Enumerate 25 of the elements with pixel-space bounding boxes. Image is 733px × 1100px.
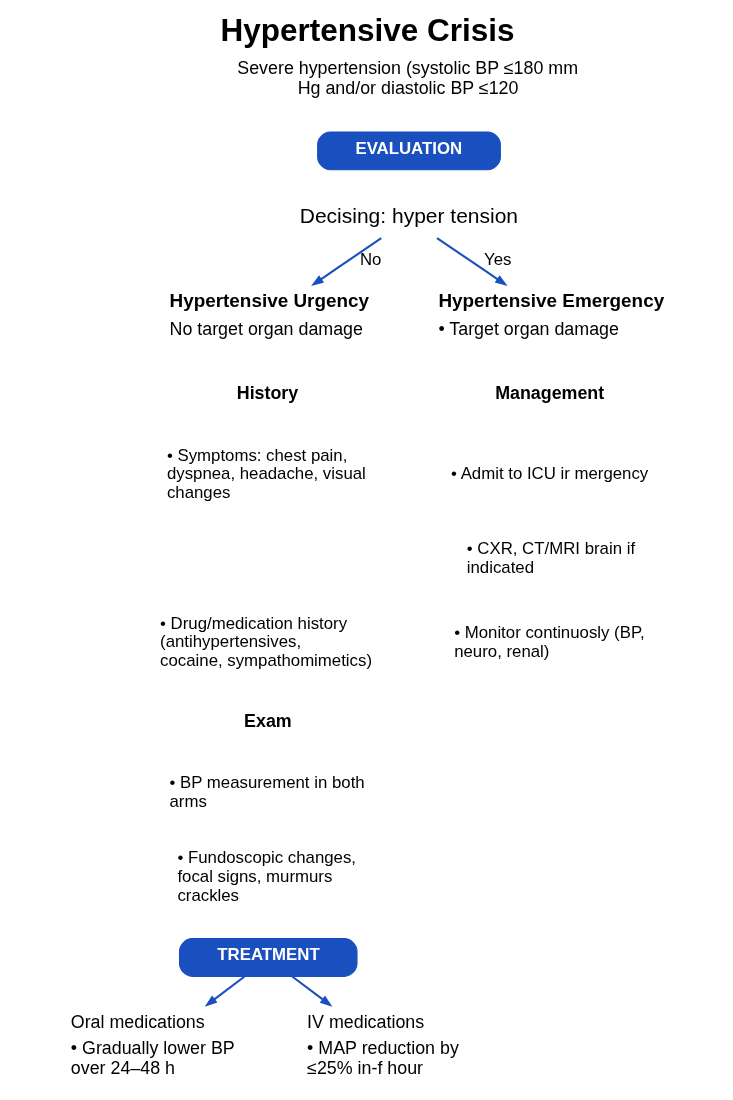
label: • Monitor continuosly (BP, neuro, renal): [453, 623, 645, 661]
label: • Fundoscopic changes, focal signs, murmurs crackles: [176, 847, 356, 905]
node-text: IV medications • MAP reduction by ≤25% in-f hour: [306, 1012, 459, 1079]
edge-label: Yes: [483, 250, 511, 270]
node-text: Oral medications • Gradually lower BP over 24–48 h: [70, 1012, 235, 1079]
node-text: Decising: hyper tension: [299, 204, 518, 228]
label: • Symptoms: chest pain, dyspnea, headache, visual changes: [166, 445, 366, 503]
node-text: Hypertensive Urgency No target organ damage: [169, 290, 369, 339]
arrow: [204, 975, 245, 1007]
label: • Admit to ICU ir mergency: [450, 464, 648, 484]
label: • Drug/medication history (antihypertensives, cocaine, sympathomimetics): [159, 613, 372, 671]
label: Severe hypertension (systolic BP ≤180 mm Hg and/or diastolic BP ≤120: [236, 57, 578, 98]
node-text: Hypertensive Emergency • Target organ damage: [437, 290, 664, 339]
node-box: EVALUATION: [316, 131, 501, 171]
arrow: [310, 237, 382, 286]
label: Management: [494, 382, 604, 403]
arrow: [291, 975, 332, 1007]
label: History: [236, 382, 298, 403]
diagram-title: Hypertensive Crisis: [219, 11, 515, 48]
edge-label: No: [359, 250, 381, 270]
arrow: [435, 237, 508, 286]
label: • BP measurement in both arms: [169, 773, 365, 812]
label: Exam: [243, 710, 292, 731]
label: • CXR, CT/MRI brain if indicated: [466, 538, 635, 577]
node-box: TREATMENT: [178, 938, 358, 977]
